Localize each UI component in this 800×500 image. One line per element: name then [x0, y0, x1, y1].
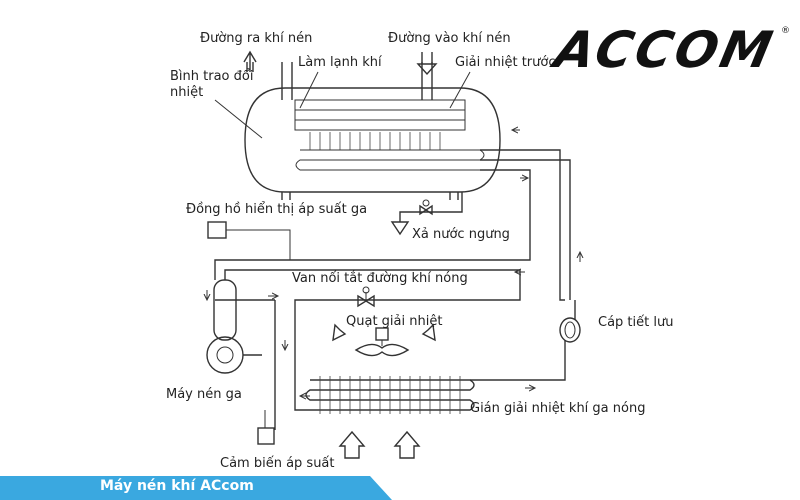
condenser-label: Gián giải nhiệt khí ga nóng — [470, 401, 645, 416]
precooling-label: Giải nhiệt trước — [455, 55, 556, 70]
pressure-sensor — [257, 410, 275, 445]
pressure-gauge-line — [226, 229, 291, 260]
banner-title: Máy nén khí ACcom — [100, 478, 254, 494]
pressure-gauge-box — [207, 221, 227, 239]
cooling-fan — [332, 323, 436, 357]
compressor — [206, 279, 262, 374]
heat-exchanger-label-1: Bình trao đổi — [170, 69, 253, 84]
cooling-fan-label: Quạt giải nhiệt — [346, 314, 442, 329]
air-in-label: Đường vào khí nén — [388, 31, 511, 46]
air-in-arrow — [416, 52, 438, 76]
condensate-drain-label: Xả nước ngưng — [412, 227, 510, 242]
cooling-label: Làm lạnh khí — [298, 55, 382, 70]
heat-exchanger-label-2: nhiệt — [170, 85, 203, 100]
precooling-pointer — [449, 71, 471, 109]
banner-shape — [0, 476, 392, 500]
bottom-banner — [0, 476, 392, 500]
refrigerant-piping — [214, 149, 576, 430]
accom-logo: ACCOM ® — [550, 20, 792, 80]
registered-mark: ® — [781, 26, 790, 36]
flow-arrows — [207, 130, 580, 396]
pressure-sensor-label: Cảm biến áp suất — [220, 456, 335, 471]
capillary-tube — [559, 317, 581, 343]
air-out-label: Đường ra khí nén — [200, 31, 312, 46]
hot-gas-bypass-label: Van nối tắt đường khí nóng — [292, 271, 468, 286]
heat-exchanger-pointer — [214, 99, 263, 139]
logo-text: ACCOM — [549, 21, 780, 79]
airflow-arrows — [338, 430, 421, 459]
condenser-coil — [305, 376, 475, 414]
bypass-valve — [357, 286, 375, 308]
capillary-label: Cáp tiết lưu — [598, 315, 673, 330]
compressor-label: Máy nén ga — [166, 387, 242, 402]
heat-exchanger-vessel — [244, 62, 501, 200]
air-out-arrow — [243, 50, 257, 72]
pressure-gauge-label: Đồng hồ hiển thị áp suất ga — [186, 202, 367, 217]
condensate-drain-valve — [390, 192, 463, 236]
cooling-pointer — [299, 71, 319, 109]
